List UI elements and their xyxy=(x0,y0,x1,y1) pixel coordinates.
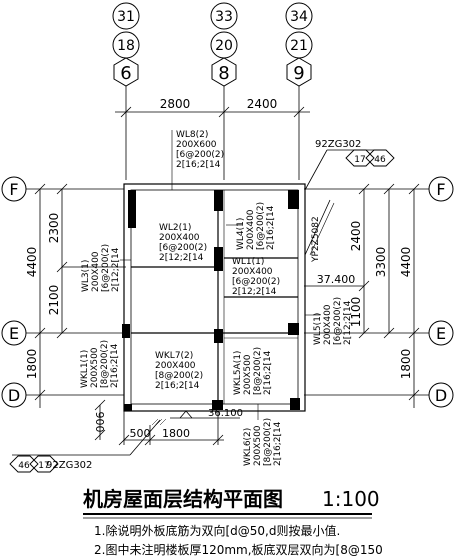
beam-wl4-3: [6@200(2) xyxy=(256,202,266,250)
title-scale: 1:100 xyxy=(322,487,380,511)
axis-col-2-bottom: 8 xyxy=(218,63,229,84)
axis-col-3-mid: 21 xyxy=(290,38,308,54)
axis-bubbles-columns: 31 18 6 33 20 8 34 21 9 xyxy=(112,2,313,87)
dim-left-F-E-lower: 2100 xyxy=(47,285,61,316)
beam-wl4-4: 2[16;2[14 xyxy=(266,205,276,250)
callout-top: 92ZG302 17 46 xyxy=(304,139,395,191)
callout-bottom-ref: 92ZG302 xyxy=(46,460,92,471)
axis-row-F-right: F xyxy=(436,180,445,199)
dim-left-E-D: 1800 xyxy=(25,349,39,380)
callout-top-ref: 92ZG302 xyxy=(315,139,361,150)
note-2: 2.图中未注明楼板厚120mm,板底双层双向为[8@150 xyxy=(94,543,383,557)
beam-wkl5a-4: 2[16;2[14 xyxy=(263,350,273,395)
right-dimensions: 2400 1100 3300 4400 1800 37.400 xyxy=(304,183,420,408)
drawing-title: 机房屋面层结构平面图 1:100 xyxy=(83,487,380,519)
beam-wkl1-4: 2[16;2[14 xyxy=(110,343,120,388)
beam-wkl6-4: 2[16;2[14 xyxy=(273,421,283,466)
axis-bubbles-rows: F E D F E D xyxy=(1,176,454,408)
beam-wl5-3: [6@200(2) xyxy=(333,297,343,345)
axis-col-1-bottom: 6 xyxy=(120,63,131,84)
axis-col-3-bottom: 9 xyxy=(293,63,304,84)
dim-bottom-span: 1800 xyxy=(162,427,190,440)
dim-right-E-D: 1800 xyxy=(399,349,413,380)
beam-wl1-3: [6@200(2) xyxy=(232,277,280,287)
beam-wl3-4: 2[12;2[14 xyxy=(111,247,121,292)
beam-wl3-2: 200X400 xyxy=(91,251,101,292)
callout-bottom-left-num: 46 xyxy=(18,461,30,471)
callout-bottom-right-num: 17 xyxy=(38,461,49,471)
beam-wl2-4: 2[12;2[14 xyxy=(159,253,204,263)
axis-col-2-top: 33 xyxy=(215,9,233,25)
beam-wkl7-3: [8@200(2) xyxy=(155,371,203,381)
axis-row-F-left: F xyxy=(9,180,18,199)
beam-wl8-1: WL8(2) xyxy=(176,130,208,140)
beam-wkl1-1: WKL1(1) xyxy=(80,350,90,388)
beam-wkl5a-3: [8@200(2) xyxy=(253,347,263,395)
beam-wkl1-2: 200X500 xyxy=(90,347,100,388)
beam-wl2-3: [6@200(2) xyxy=(159,243,207,253)
beam-wkl1-3: [8@200(2) xyxy=(100,340,110,388)
left-dimensions: 2300 2100 4400 1800 xyxy=(25,183,126,408)
bottom-dimensions: 500 1800 900 36.100 xyxy=(93,399,243,446)
elev-bottom: 36.100 xyxy=(208,408,243,419)
beam-wl4-2: 200X400 xyxy=(246,209,256,250)
dim-right-mid: 3300 xyxy=(374,247,388,278)
axis-row-D-right: D xyxy=(435,386,447,405)
axis-row-D-left: D xyxy=(8,386,20,405)
beam-wl8-3: [6@200(2) xyxy=(176,150,224,160)
dim-right-inner-2: 1100 xyxy=(349,297,363,328)
callout-top-left-num: 17 xyxy=(354,155,365,165)
dim-bottom-offset: 500 xyxy=(130,427,151,440)
elev-top: 37.400 xyxy=(317,273,356,286)
note-1: 1.除说明外板底筋为双向[d@50,d则按最小值. xyxy=(94,524,341,538)
axis-col-3-top: 34 xyxy=(290,9,308,25)
top-dimension: 2800 2400 xyxy=(115,86,310,180)
beam-labels-vertical: WL4(1) 200X400 [6@200(2) 2[16;2[14 WL3(1… xyxy=(80,202,353,466)
callout-bottom: 92ZG302 46 17 xyxy=(9,419,161,473)
beam-wl8-4: 2[16;2[14 xyxy=(176,160,221,170)
beam-wkl7-2: 200X400 xyxy=(155,361,196,371)
beam-wkl6-1: WKL6(2) xyxy=(243,428,253,466)
title-text: 机房屋面层结构平面图 xyxy=(83,487,283,511)
building-plan xyxy=(123,183,335,412)
axis-col-1-mid: 18 xyxy=(117,38,135,54)
beam-labels: WL8(2) 200X600 [6@200(2) 2[16;2[14 WL2(1… xyxy=(155,130,280,391)
beam-wl5-2: 200X400 xyxy=(323,304,333,345)
beam-wkl5a-2: 200X500 xyxy=(243,354,253,395)
beam-wkl7-4: 2[16;2[14 xyxy=(155,381,200,391)
beam-wkl7-1: WKL7(2) xyxy=(155,351,193,361)
dim-left-F-E-upper: 2300 xyxy=(47,213,61,244)
axis-col-1-top: 31 xyxy=(117,9,135,25)
dim-top-span-2: 2400 xyxy=(247,97,278,111)
beam-wl1-4: 2[12;2[14 xyxy=(232,287,277,297)
beam-wkl6-2: 200X500 xyxy=(253,425,263,466)
dim-right-total: 4400 xyxy=(399,247,413,278)
beam-wl2-1: WL2(1) xyxy=(159,223,191,233)
beam-wl5-4: 2[12;2[14 xyxy=(343,300,353,345)
beam-wl3-3: [6@200(2) xyxy=(101,244,111,292)
dim-left-total: 4400 xyxy=(25,247,39,278)
slab-tag: YP2Z5082 xyxy=(311,216,321,263)
dim-right-inner-1: 2400 xyxy=(349,221,363,252)
beam-wl4-1: WL4(1) xyxy=(236,218,246,250)
dim-bottom-side: 900 xyxy=(93,412,106,433)
beam-wl1-1: WL1(1) xyxy=(232,257,264,267)
beam-wl1-2: 200X400 xyxy=(232,267,273,277)
leader-lines xyxy=(120,130,320,420)
beam-wkl6-3: [8@200(2) xyxy=(263,418,273,466)
dim-top-span-1: 2800 xyxy=(160,97,191,111)
axis-row-E-right: E xyxy=(436,324,446,343)
axis-col-2-mid: 20 xyxy=(215,38,233,54)
beam-wl3-1: WL3(1) xyxy=(81,260,91,292)
beam-wkl5a-1: WKL5A(1) xyxy=(233,351,243,395)
columns xyxy=(122,190,300,411)
beam-wl5-1: WL5(1) xyxy=(313,313,323,345)
beam-wl8-2: 200X600 xyxy=(176,140,217,150)
callout-top-right-num: 46 xyxy=(374,155,386,165)
beam-wl2-2: 200X400 xyxy=(159,233,200,243)
axis-row-E-left: E xyxy=(9,324,19,343)
